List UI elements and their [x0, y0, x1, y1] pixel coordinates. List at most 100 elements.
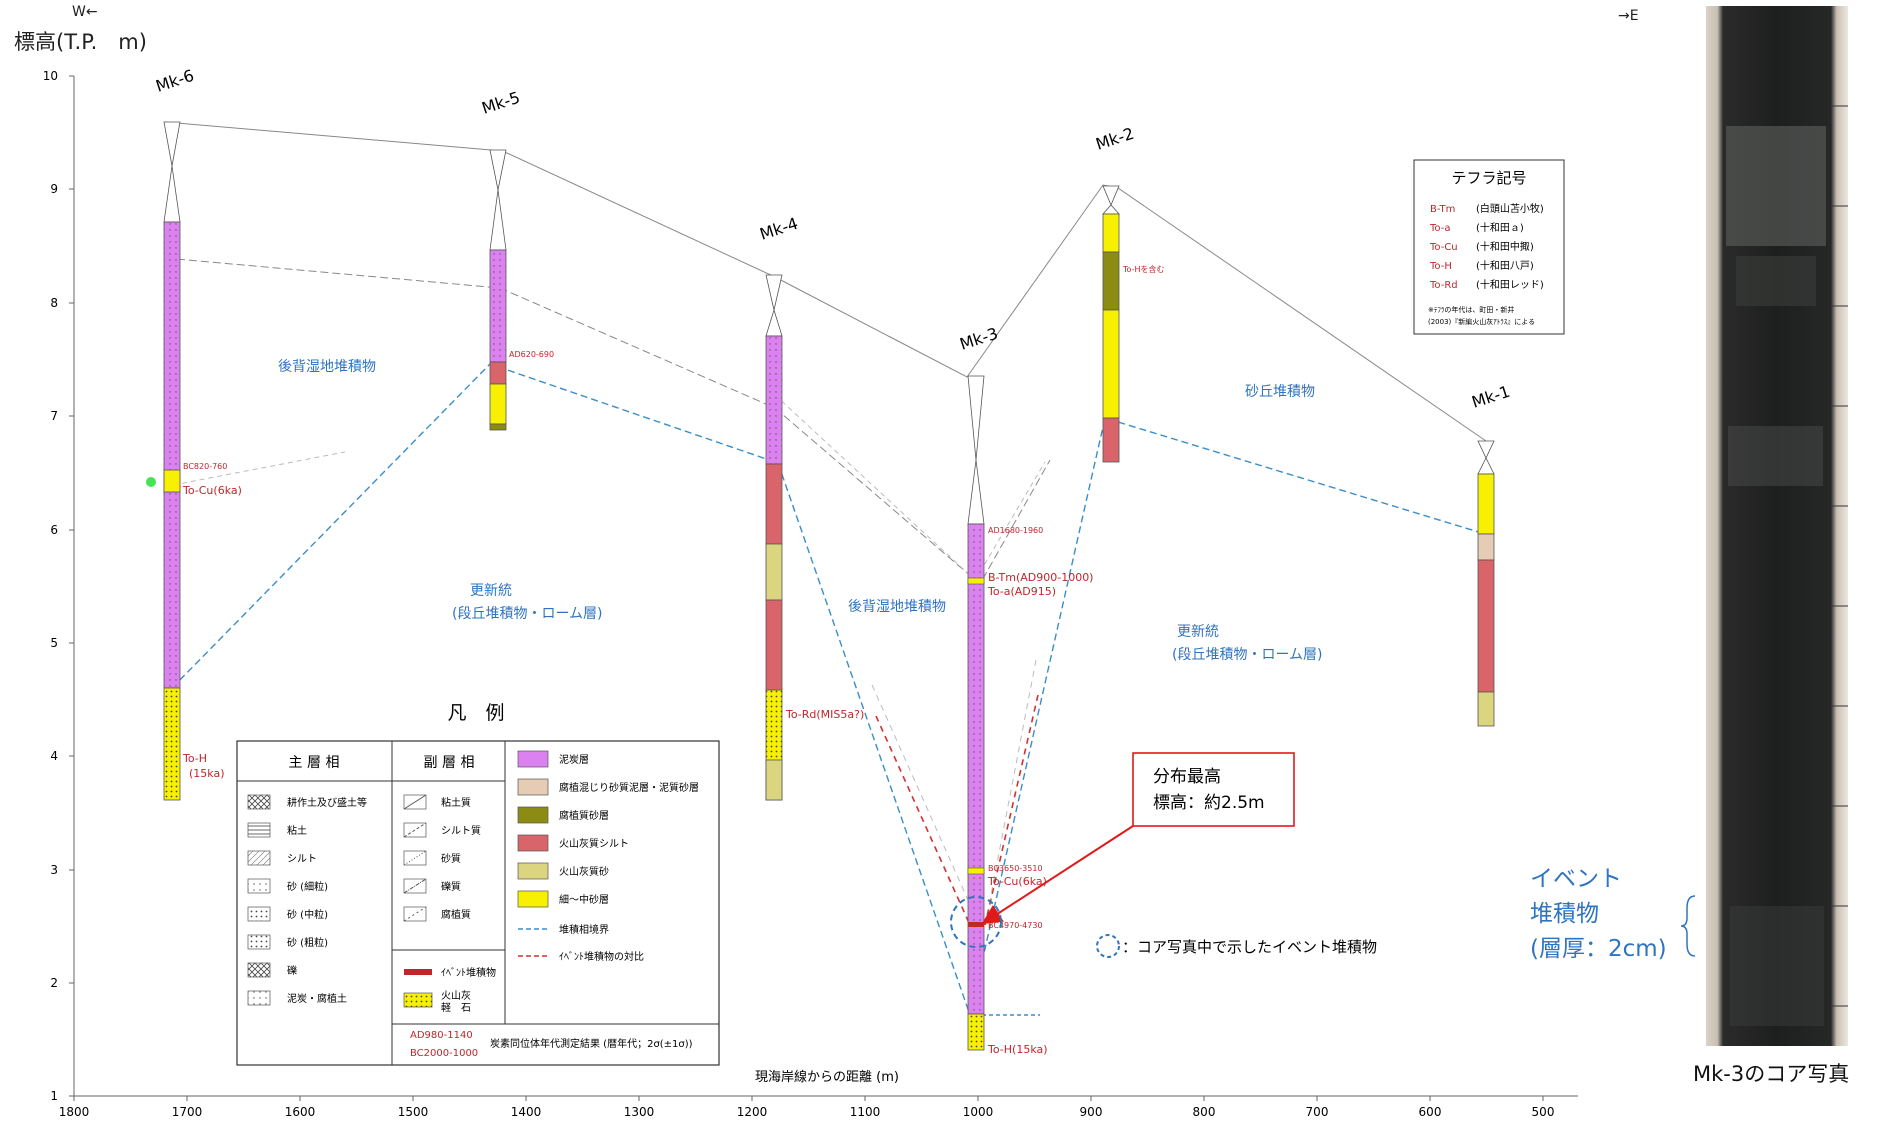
circle-note-text: ：コア写真中で示したイベント堆積物	[1122, 938, 1377, 956]
borehole-mk4: Mk-4	[757, 214, 800, 801]
unit-label: 更新統	[1177, 624, 1219, 640]
legend-label: 腐植質砂層	[559, 809, 609, 822]
dating-label: BC4970-4730	[988, 921, 1043, 930]
x-tick-label: 900	[1080, 1105, 1103, 1119]
x-tick-label: 1200	[737, 1105, 768, 1119]
x-tick: 1300	[624, 1096, 655, 1119]
legend-sub-item: シルト質	[403, 822, 481, 838]
event-correlation-lines	[871, 659, 1039, 926]
tephra-code: To-Rd	[1429, 280, 1458, 291]
dating-label: BC3650-3510	[988, 864, 1043, 873]
tephra-name: (十和田八戸)	[1476, 259, 1534, 272]
legend-label: ｲﾍﾞﾝﾄ堆積物	[441, 966, 496, 979]
legend-label: 礫	[287, 964, 297, 977]
tephra-label: To-H	[182, 752, 207, 765]
legend-label: 砂 (細粒)	[287, 880, 328, 893]
event-deposit-circle	[950, 896, 1002, 948]
legend-label: 耕作土及び盛土等	[287, 796, 367, 809]
x-tick: 1200	[737, 1096, 768, 1119]
x-tick-label: 1600	[285, 1105, 316, 1119]
borehole-mk3: Mk-3	[957, 324, 1000, 1051]
y-axis-title: 標高(T.P. m)	[14, 30, 147, 54]
borehole-annotations: BC820-760 To-Cu(6ka) To-H (15ka) AD620-6…	[182, 264, 1164, 1056]
y-tick-label: 6	[50, 523, 58, 537]
y-tick: 7	[50, 409, 74, 423]
west-direction-marker: W←	[72, 4, 98, 20]
x-tick: 1000	[963, 1096, 993, 1119]
borehole-mk2: Mk-2	[1093, 124, 1136, 463]
x-tick-label: 1700	[172, 1105, 203, 1119]
legend-dating-description: 炭素同位体年代測定結果 (暦年代；2σ(±1σ))	[490, 1037, 693, 1050]
legend-color-item: 火山灰質砂	[517, 862, 609, 880]
x-tick-label: 1100	[850, 1105, 881, 1119]
borehole-label: Mk-5	[479, 88, 522, 118]
x-tick-label: 1400	[511, 1105, 542, 1119]
borehole-label: Mk-3	[957, 324, 1000, 354]
x-tick-label: 1300	[624, 1105, 655, 1119]
legend-color-item: 腐植混じり砂質泥層・泥質砂層	[517, 778, 699, 796]
y-tick-label: 9	[50, 182, 58, 196]
tephra-label: (15ka)	[189, 767, 225, 780]
legend-label: 礫質	[441, 880, 461, 893]
x-tick: 600	[1419, 1096, 1442, 1119]
x-axis-title: 現海岸線からの距離 (m)	[755, 1069, 899, 1085]
event-deposit-label: イベント 堆積物 (層厚：2cm)	[1530, 862, 1667, 967]
callout-text: 分布最高	[1153, 767, 1221, 787]
legend-label: ｲﾍﾞﾝﾄ堆積物の対比	[559, 950, 644, 963]
borehole-mk1: Mk-1	[1469, 382, 1512, 727]
legend-label: 砂質	[441, 852, 461, 865]
dating-label: AD1680-1960	[988, 526, 1043, 535]
tephra-name: (白頭山苫小牧)	[1476, 202, 1544, 215]
dating-label: AD620-690	[509, 350, 554, 359]
borehole-label: Mk-1	[1469, 382, 1512, 412]
dating-label: BC820-760	[183, 462, 227, 471]
tephra-entry: B-Tm (白頭山苫小牧)	[1430, 202, 1544, 215]
legend-main-item: 砂 (粗粒)	[247, 934, 328, 950]
tephra-note: ※ﾃﾌﾗの年代は、町田・新井	[1428, 305, 1514, 314]
x-tick: 1800	[59, 1096, 89, 1119]
legend-title: 凡 例	[447, 702, 504, 724]
unit-label: (段丘堆積物・ローム層)	[1172, 647, 1323, 663]
legend-color-item: 腐植質砂層	[517, 806, 609, 824]
x-tick-label: 1500	[398, 1105, 429, 1119]
legend-sub-item: 礫質	[403, 878, 461, 894]
legend-color-item: 泥炭層	[517, 750, 589, 768]
legend-label: 堆積相境界	[559, 923, 609, 936]
tephra-code: To-H	[1429, 261, 1452, 272]
y-tick-label: 8	[50, 296, 58, 310]
legend-main-item: 泥炭・腐植土	[247, 990, 347, 1006]
core-photo	[1706, 6, 1848, 1046]
east-direction-marker: →E	[1618, 8, 1639, 24]
legend-sub-item: 粘土質	[403, 794, 471, 810]
unit-label: 後背湿地堆積物	[278, 359, 376, 375]
legend-event-item: ｲﾍﾞﾝﾄ堆積物	[404, 966, 496, 979]
y-tick: 1	[50, 1089, 74, 1103]
unit-label: (段丘堆積物・ローム層)	[452, 606, 603, 622]
tephra-note: (2003)『新編火山灰ｱﾄﾗｽ』による	[1428, 317, 1535, 326]
y-tick-label: 2	[50, 976, 58, 990]
y-tick-label: 10	[43, 69, 58, 83]
y-tick: 5	[50, 636, 74, 650]
legend-main-item: シルト	[247, 850, 317, 866]
legend-main-item: 砂 (中粒)	[247, 906, 328, 922]
legend: 凡 例 主 層 相 副 層 相 耕作土及び盛土等 粘土 シルト 砂 (細粒) 砂…	[236, 702, 720, 1066]
x-tick-label: 700	[1306, 1105, 1329, 1119]
tephra-legend-box: テフラ記号 B-Tm (白頭山苫小牧) To-a (十和田ａ) To-Cu (十…	[1413, 159, 1565, 335]
y-tick-label: 4	[50, 749, 58, 763]
legend-label: 細～中砂層	[559, 893, 609, 906]
tephra-code: To-Cu	[1429, 242, 1458, 253]
x-tick: 1100	[850, 1096, 881, 1119]
x-tick: 1400	[511, 1096, 542, 1119]
borehole-label: Mk-2	[1093, 124, 1136, 154]
unit-label: 砂丘堆積物	[1245, 384, 1315, 400]
y-tick-label: 7	[50, 409, 58, 423]
x-tick: 1600	[285, 1096, 316, 1119]
circle-note: ：コア写真中で示したイベント堆積物	[1096, 934, 1377, 958]
marker-dot	[146, 477, 156, 487]
y-tick: 3	[50, 863, 74, 877]
legend-label: 泥炭・腐植土	[287, 992, 347, 1005]
legend-label: 軽 石	[441, 1002, 471, 1014]
x-tick-label: 600	[1419, 1105, 1442, 1119]
legend-main-item: 粘土	[247, 822, 307, 838]
legend-header: 主 層 相	[289, 755, 340, 771]
